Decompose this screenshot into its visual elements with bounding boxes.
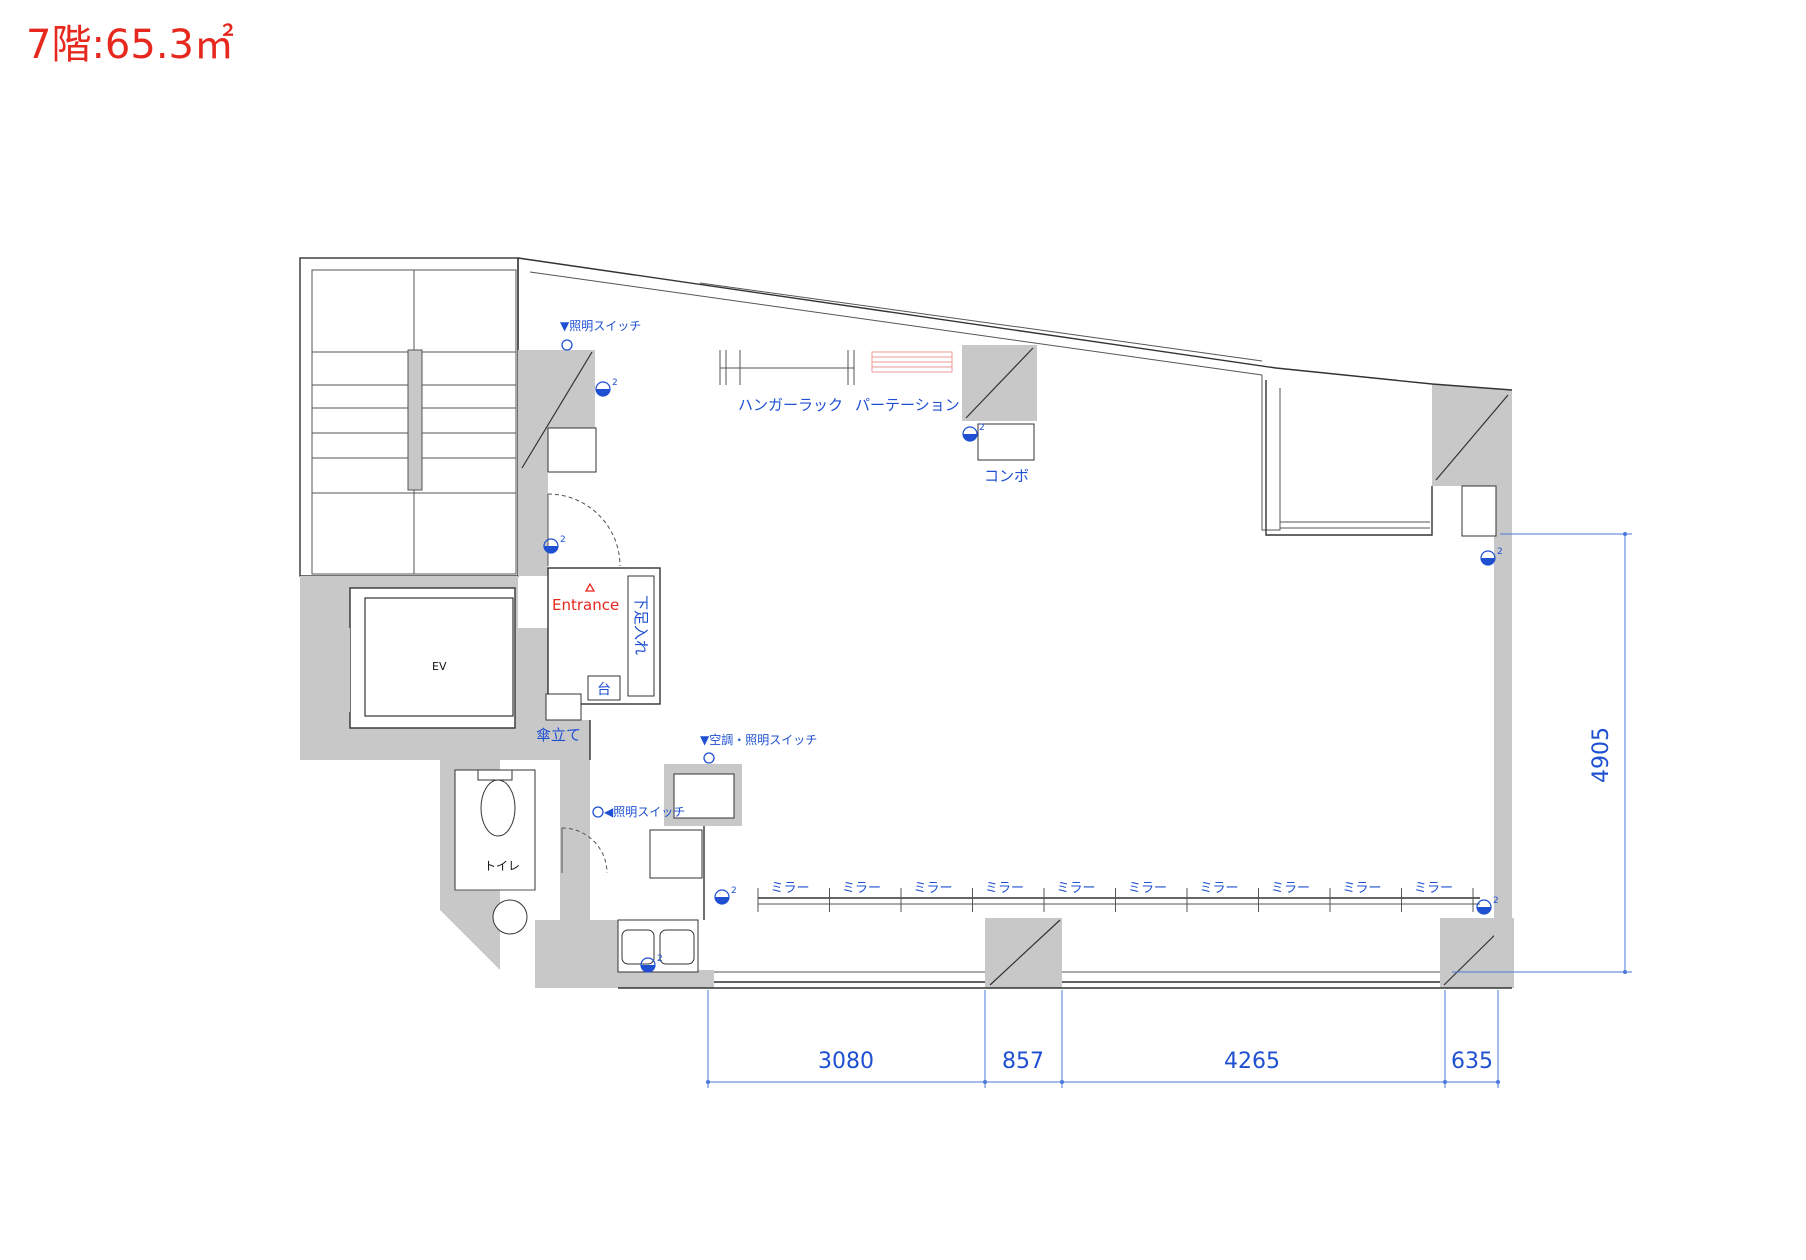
mirror-label: ミラー (842, 881, 881, 896)
mirror-label: ミラー (1342, 881, 1381, 896)
ac-unit-label: 2 (979, 423, 985, 433)
mirror-label: ミラー (1414, 881, 1453, 896)
ac-unit-fill (963, 434, 977, 441)
mirror-label: ミラー (913, 881, 952, 896)
label-hanger-rack: ハンガーラック (738, 396, 843, 414)
switch-top-icon (561, 339, 573, 351)
mirror-label: ミラー (1056, 881, 1095, 896)
ac-unit-fill (1477, 907, 1491, 914)
mirror-label: ミラー (1271, 881, 1310, 896)
switch-markers (561, 339, 715, 818)
hanger-rack-icon (719, 350, 855, 385)
toilet-room (454, 769, 608, 935)
dimension-lines (706, 532, 1632, 1088)
ac-unit-label: 2 (612, 378, 618, 388)
label-partition: パーテーション (855, 396, 960, 414)
ac-unit-fill (641, 965, 655, 972)
entrance-area (545, 493, 661, 721)
label-stand: 台 (597, 682, 611, 698)
label-toilet: トイレ (484, 859, 520, 873)
sink-area (617, 829, 703, 973)
staircase (299, 257, 519, 577)
switch-side-icon (592, 806, 604, 818)
ac-unit-label: 2 (1493, 896, 1499, 906)
walls (300, 345, 1514, 988)
partition-icon (871, 351, 953, 373)
label-shoe-cabinet: 下足入れ (632, 595, 650, 655)
ac-unit-label: 2 (731, 886, 737, 896)
mirror-label: ミラー (985, 881, 1024, 896)
dim-bottom-3: 4265 (1224, 1049, 1280, 1074)
label-elevator: EV (432, 660, 447, 673)
label-umbrella-stand: 傘立て (536, 726, 581, 744)
mirror-label: ミラー (1128, 881, 1167, 896)
room-outline (517, 257, 1513, 989)
label-switch-ac: ▼空調・照明スイッチ (700, 733, 817, 747)
label-combo: コンボ (984, 467, 1029, 485)
mirror-rail (757, 888, 1480, 912)
ac-unit-fill (596, 389, 610, 396)
dim-bottom-4: 635 (1451, 1049, 1493, 1074)
ac-unit-fill (1481, 558, 1495, 565)
ac-unit-fill (715, 897, 729, 904)
label-switch-top: ▼照明スイッチ (560, 319, 641, 333)
mirror-label: ミラー (1199, 881, 1238, 896)
dim-bottom-1: 3080 (818, 1049, 874, 1074)
ac-unit-label: 2 (1497, 547, 1503, 557)
ac-unit-label: 2 (657, 954, 663, 964)
ac-unit-label: 2 (560, 535, 566, 545)
switch-ac-icon (703, 752, 715, 764)
label-switch-side: ◀照明スイッチ (604, 805, 685, 819)
combo-unit (977, 423, 1035, 461)
dim-bottom-2: 857 (1002, 1049, 1044, 1074)
floor-title: 7階:65.3㎡ (26, 22, 234, 68)
label-entrance: Entrance (552, 596, 619, 614)
ac-unit-fill (544, 546, 558, 553)
dim-right: 4905 (1589, 727, 1614, 783)
ac-units: 2 2 2 2 2 2 2 (543, 378, 1503, 973)
mirror-label: ミラー (770, 881, 809, 896)
furniture (719, 350, 1035, 461)
